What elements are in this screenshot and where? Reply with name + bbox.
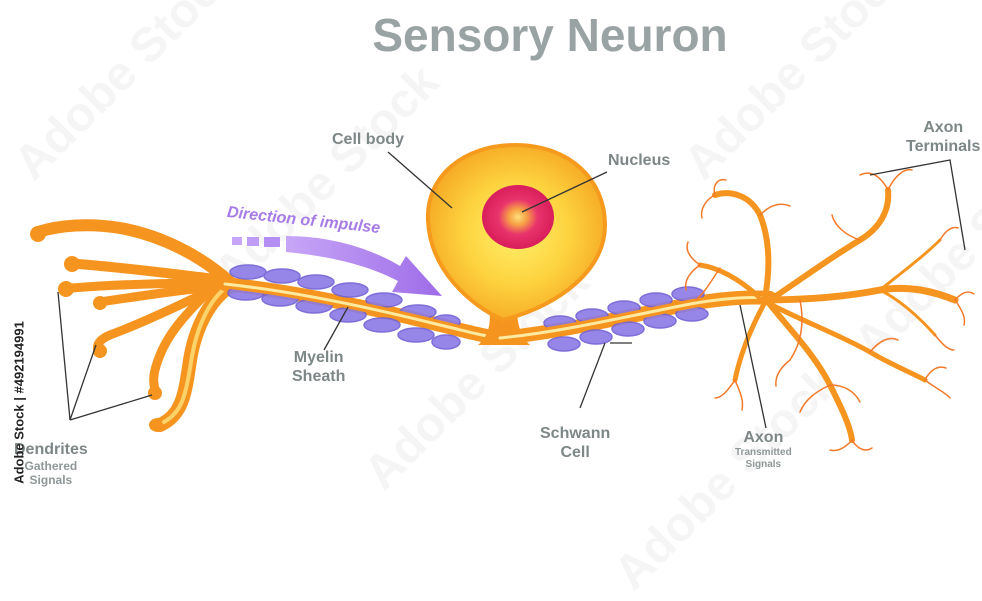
diagram-canvas: Adobe Stock Adobe Stock Adobe Stock Adob… — [0, 0, 982, 515]
axon-terminal-fibers — [686, 170, 974, 451]
dendrite-tips — [30, 226, 167, 432]
nucleus — [482, 185, 554, 249]
stock-id-label: Adobe Stock | #492194991 — [12, 318, 27, 488]
label-axon-terminals: Axon Terminals — [906, 118, 980, 156]
label-nucleus: Nucleus — [608, 151, 670, 170]
label-myelin-sheath: Myelin Sheath — [292, 348, 345, 386]
label-cell-body: Cell body — [332, 130, 404, 149]
neuron-illustration — [0, 0, 982, 515]
axon-terminals — [700, 190, 955, 440]
label-schwann-cell: Schwann Cell — [540, 424, 610, 462]
diagram-title: Sensory Neuron — [0, 8, 982, 62]
label-axon: Axon Transmitted Signals — [735, 428, 792, 471]
